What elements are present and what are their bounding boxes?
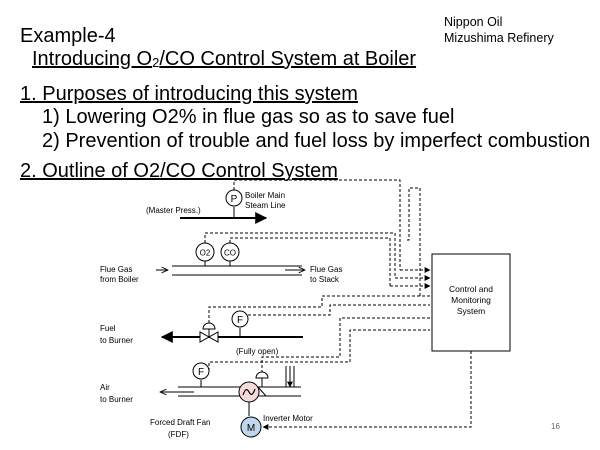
- signal-motor: [262, 351, 472, 430]
- fuel-valve-right: [207, 331, 219, 343]
- steam-line-label-1: Boiler Main: [245, 191, 285, 200]
- signal-pressure: [233, 179, 401, 270]
- signal-o2: [204, 232, 396, 278]
- subtitle-subscript: 2: [152, 55, 160, 70]
- fuel-valve-actuator: [202, 322, 216, 330]
- fully-open-label: (Fully open): [236, 347, 279, 356]
- flue-to-label-2: to Stack: [310, 275, 340, 284]
- fuel-flow-transmitter: [231, 310, 249, 328]
- flue-from-label-2: from Boiler: [100, 275, 139, 284]
- fan-icon: [242, 388, 256, 396]
- subtitle-prefix: Introducing O: [32, 48, 153, 70]
- signal-steam-loop: [405, 187, 421, 296]
- organization-line-2: Mizushima Refinery: [444, 31, 554, 45]
- subtitle-suffix: /CO Control System at Boiler: [159, 48, 417, 70]
- fuel-valve-left: [199, 331, 211, 343]
- o2-symbol: O2: [200, 249, 211, 258]
- slide-subtitle: Introducing O2/CO Control System at Boil…: [32, 48, 416, 71]
- purpose-item-1: 1) Lowering O2% in flue gas so as to sav…: [42, 106, 455, 128]
- pressure-symbol: P: [231, 194, 238, 205]
- inverter-motor-label: Inverter Motor: [263, 414, 313, 423]
- control-label-3: System: [457, 306, 485, 316]
- outline-heading: 2. Outline of O2/CO Control System: [20, 160, 338, 182]
- page-number: 16: [551, 422, 560, 431]
- flue-to-label-1: Flue Gas: [310, 265, 342, 274]
- flue-from-label-1: Flue Gas: [100, 265, 132, 274]
- air-label-1: Air: [100, 383, 110, 392]
- fan-label-2: (FDF): [168, 430, 189, 439]
- fan-label-1: Forced Draft Fan: [150, 418, 210, 427]
- signal-air-flow: [208, 329, 430, 371]
- inverter-motor: [240, 416, 262, 438]
- signal-lines: [204, 179, 472, 430]
- steam-line-label-2: Steam Line: [245, 201, 286, 210]
- co-symbol: CO: [224, 249, 236, 258]
- master-press-label: (Master Press.): [146, 206, 201, 215]
- signal-fuel-valve: [208, 295, 430, 323]
- purpose-item-2: 2) Prevention of trouble and fuel loss b…: [42, 130, 591, 152]
- fuel-label-2: to Burner: [100, 336, 133, 345]
- purposes-heading: 1. Purposes of introducing this system: [20, 83, 358, 105]
- air-flow-symbol: F: [198, 367, 204, 378]
- signal-co: [229, 237, 391, 286]
- fuel-label-1: Fuel: [100, 324, 116, 333]
- damper-blade: [257, 386, 267, 397]
- organization: Nippon Oil Mizushima Refinery: [444, 14, 554, 46]
- control-system-box: [431, 253, 511, 352]
- signal-fuel-flow: [248, 304, 430, 316]
- example-title: Example-4: [20, 25, 116, 47]
- organization-line-1: Nippon Oil: [444, 15, 503, 29]
- damper-actuator: [255, 371, 269, 379]
- air-label-2: to Burner: [100, 395, 133, 404]
- motor-symbol: M: [247, 423, 255, 434]
- signal-air-damper: [261, 317, 430, 372]
- control-label-1: Control and: [449, 284, 493, 294]
- fuel-flow-symbol: F: [237, 315, 243, 326]
- control-label-2: Monitoring: [451, 295, 491, 305]
